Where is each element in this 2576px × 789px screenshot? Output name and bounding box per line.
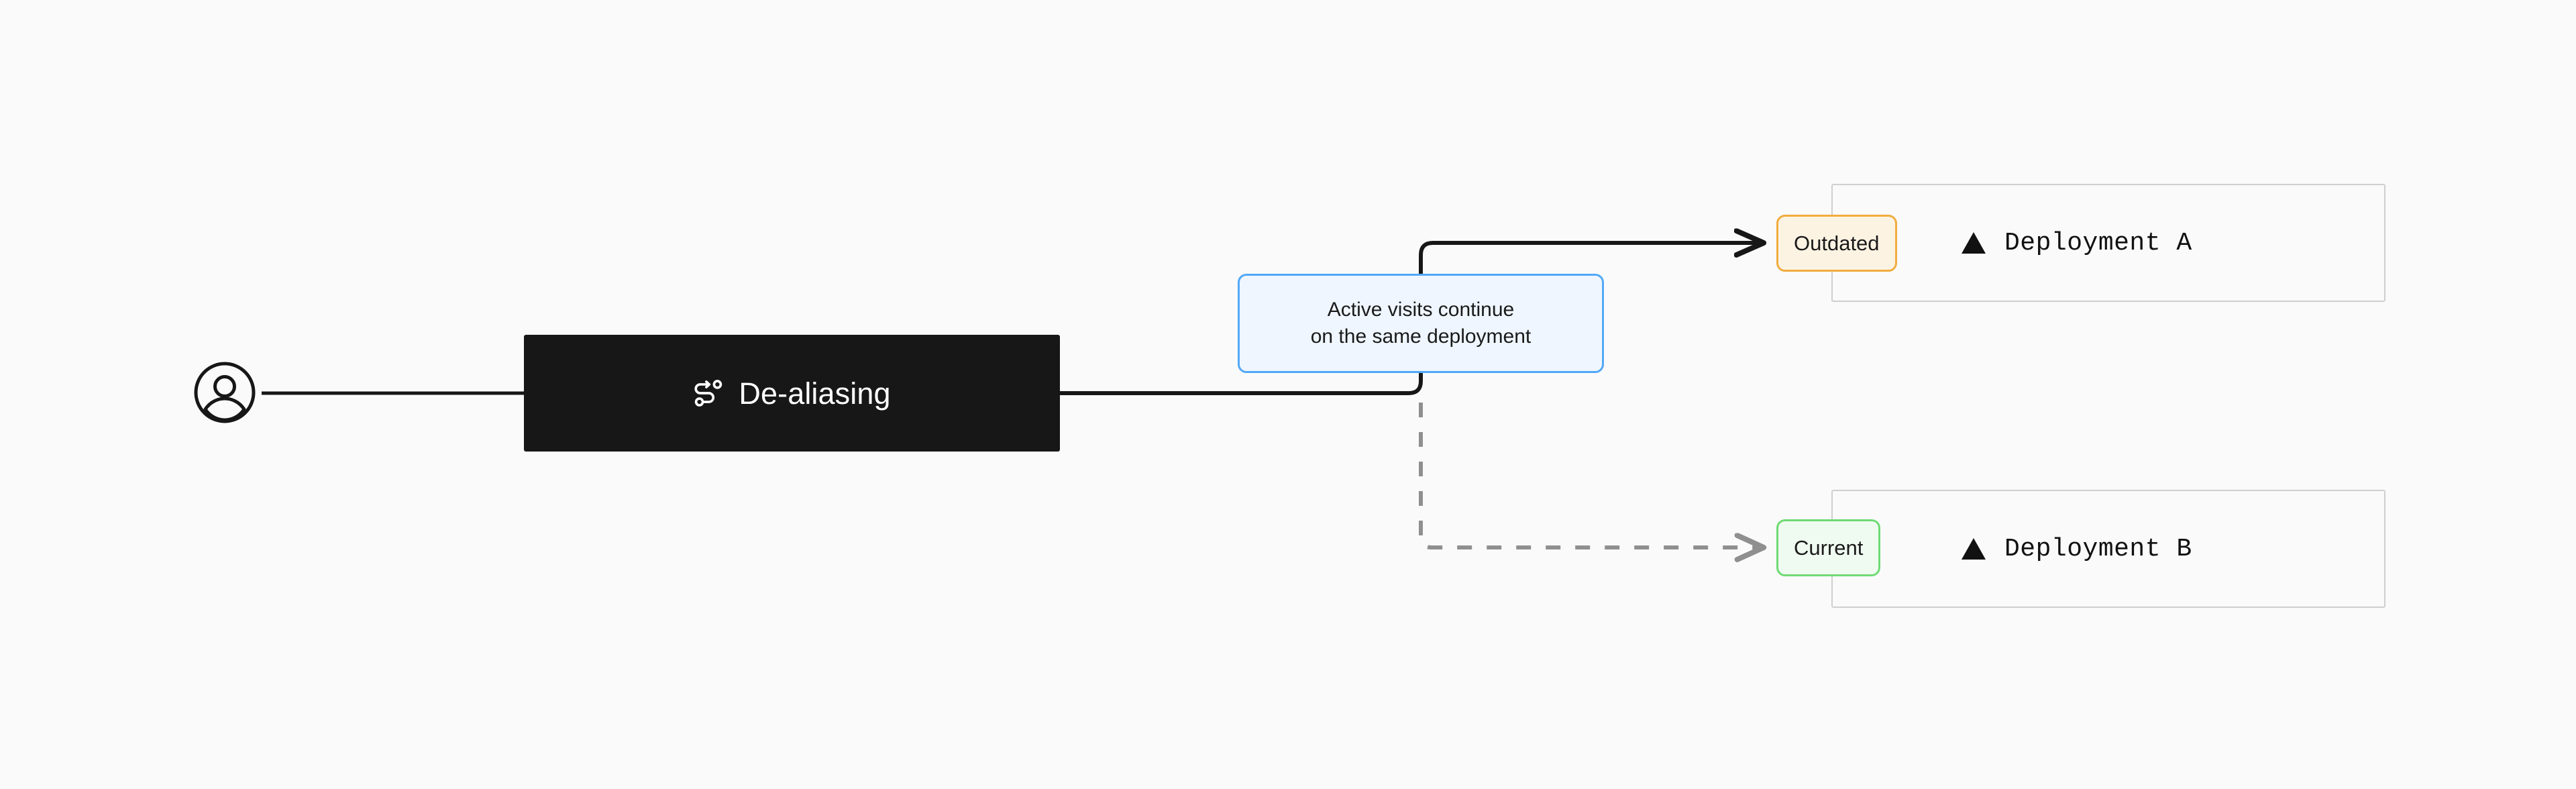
- deployment-card-a-content: Deployment A: [1960, 229, 2192, 258]
- status-badge-current[interactable]: Current: [1776, 519, 1881, 576]
- callout-line-1: Active visits continue: [1327, 299, 1515, 321]
- deployment-a-name: Deployment A: [2004, 228, 2192, 258]
- deployment-card-a[interactable]: Deployment A: [1831, 184, 2385, 302]
- deployment-b-name: Deployment B: [2004, 534, 2192, 564]
- route-icon: [694, 380, 722, 407]
- wire-node-to-current: [1419, 403, 1763, 547]
- deployment-card-b-content: Deployment B: [1960, 535, 2192, 564]
- deployment-card-b[interactable]: Deployment B: [1831, 490, 2385, 608]
- triangle-icon: [1962, 232, 1986, 254]
- status-badge-outdated[interactable]: Outdated: [1776, 215, 1897, 272]
- visitor-avatar: [193, 361, 256, 424]
- user-circle-icon: [194, 362, 256, 423]
- node-de-aliasing[interactable]: De-aliasing: [524, 335, 1060, 452]
- node-label: De-aliasing: [739, 376, 891, 411]
- callout-active-visits: Active visits continue on the same deplo…: [1238, 274, 1604, 373]
- callout-line-2: on the same deployment: [1310, 325, 1532, 348]
- triangle-icon: [1962, 538, 1986, 560]
